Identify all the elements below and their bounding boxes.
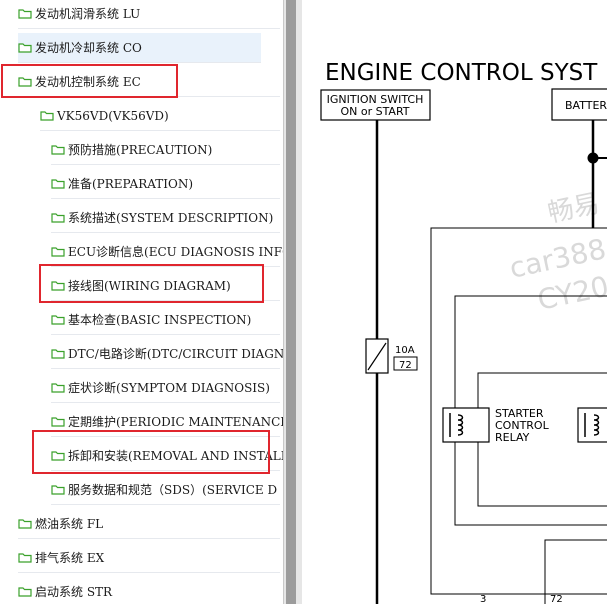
folder-icon [51,382,65,393]
tree-item[interactable]: 准备(PREPARATION) [51,169,280,199]
fuse-amp-label: 10A [395,345,415,356]
ignition-switch-label-2: ON or START [340,105,409,118]
fuse-number: 72 [399,360,412,371]
tree-item[interactable]: 症状诊断(SYMPTOM DIAGNOSIS) [51,373,280,403]
tree-item-label: DTC/电路诊断(DTC/CIRCUIT DIAGN [68,347,283,361]
tree-item[interactable]: 燃油系统 FL [18,509,280,539]
pin-label-72: 72 [550,594,563,604]
wiring-diagram-svg: 畅易 car388 CY20 ENGINE CONTROL SYST IGNIT… [320,60,607,604]
tree-item[interactable]: 发动机冷却系统 CO [18,33,261,63]
tree-item-label: VK56VD(VK56VD) [57,108,169,123]
folder-icon [51,280,65,291]
tree-item-label: 燃油系统 FL [35,517,104,531]
tree-item-label: 发动机冷却系统 CO [35,41,142,55]
battery-box [551,88,607,121]
tree-item-label: 服务数据和规范（SDS）(SERVICE D [68,483,278,497]
tree-item-label: 准备(PREPARATION) [68,177,193,191]
tree-item-label: 系统描述(SYSTEM DESCRIPTION) [68,211,274,225]
lower-box [544,539,607,604]
folder-icon [51,348,65,359]
second-relay-coil [593,414,600,436]
folder-icon [51,314,65,325]
tree-item-label: ECU诊断信息(ECU DIAGNOSIS INFO [68,245,283,259]
tree-item-label: 拆卸和安装(REMOVAL AND INSTALI [68,449,283,463]
tree-item[interactable]: 定期维护(PERIODIC MAINTENANCE [51,407,283,437]
fuse-number-box [393,356,418,371]
folder-icon [40,110,54,121]
second-relay [577,407,607,443]
tree-item[interactable]: 启动系统 STR [18,577,280,604]
folder-icon [51,144,65,155]
tree-item[interactable]: 预防措施(PRECAUTION) [51,135,280,165]
engine-control-box [430,227,607,595]
ignition-switch-label-1: IGNITION SWITCH [327,93,424,106]
folder-icon [18,76,32,87]
battery-label: BATTER [565,99,607,112]
folder-icon [51,416,65,427]
tree-item[interactable]: 拆卸和安装(REMOVAL AND INSTALI [51,441,283,471]
tree-item-label: 启动系统 STR [35,585,113,599]
tree-item-label: 发动机润滑系统 LU [35,7,141,21]
folder-icon [18,518,32,529]
ignition-switch-box [320,89,431,121]
vertical-scrollbar[interactable] [286,0,296,604]
tree-item-label: 基本检查(BASIC INSPECTION) [68,313,252,327]
tree-item-label: 定期维护(PERIODIC MAINTENANCE [68,415,283,429]
folder-icon [51,450,65,461]
splice-dot [587,152,599,164]
tree-item-label: 接线图(WIRING DIAGRAM) [68,279,231,293]
tree-item[interactable]: 基本检查(BASIC INSPECTION) [51,305,280,335]
folder-icon [51,484,65,495]
tree-panel: 发动机润滑系统 LU 发动机冷却系统 CO 发动机控制系统 EC VK56VD(VK5… [0,0,283,604]
tree-item[interactable]: 发动机控制系统 EC [18,67,280,97]
relay-label-2: CONTROL [495,419,550,432]
tree-item[interactable]: 排气系统 EX [18,543,280,573]
relay-label-1: STARTER [495,407,544,420]
wiring-diagram-view: 畅易 car388 CY20 ENGINE CONTROL SYST IGNIT… [302,0,607,604]
folder-icon [18,552,32,563]
tree-item[interactable]: DTC/电路诊断(DTC/CIRCUIT DIAGN [51,339,283,369]
pin-label-3: 3 [480,594,486,604]
fuse-element [367,342,387,371]
folder-icon [51,212,65,223]
folder-icon [51,178,65,189]
tree-item[interactable]: VK56VD(VK56VD) [40,101,280,131]
tree-item[interactable]: 系统描述(SYSTEM DESCRIPTION) [51,203,280,233]
tree-item-label: 排气系统 EX [35,551,105,565]
folder-icon [18,8,32,19]
folder-icon [51,246,65,257]
relay-coil [457,414,464,436]
folder-icon [18,586,32,597]
tree-item[interactable]: 发动机润滑系统 LU [18,0,280,29]
tree-item-label: 预防措施(PRECAUTION) [68,143,213,157]
tree-item[interactable]: 服务数据和规范（SDS）(SERVICE D [51,475,280,505]
relay-label-3: RELAY [495,431,530,444]
tree-item[interactable]: ECU诊断信息(ECU DIAGNOSIS INFO [51,237,283,267]
folder-icon [18,42,32,53]
tree-item-label: 症状诊断(SYMPTOM DIAGNOSIS) [68,381,270,395]
panel-splitter[interactable] [283,0,302,604]
tree-item[interactable]: 接线图(WIRING DIAGRAM) [51,271,280,301]
tree-item-label: 发动机控制系统 EC [35,75,141,89]
diagram-title: ENGINE CONTROL SYST [325,60,598,86]
